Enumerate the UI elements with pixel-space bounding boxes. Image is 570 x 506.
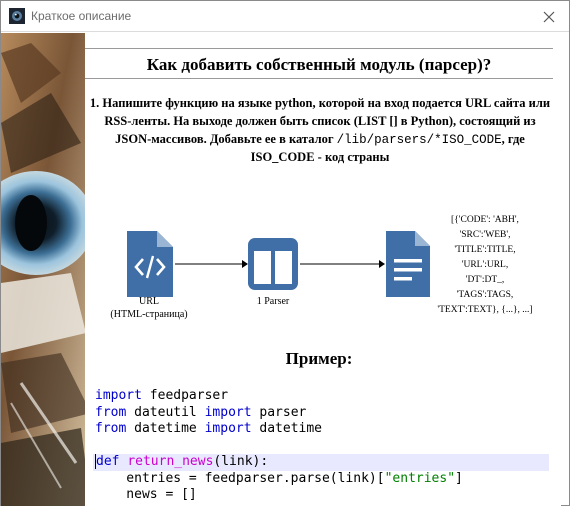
close-icon [543, 11, 555, 22]
keyword: import [204, 404, 252, 420]
keyword: import [204, 421, 252, 436]
code-line: from dateutil import parser [93, 405, 549, 422]
code-line: import feedparser [93, 388, 549, 405]
code-line: entries = feedparser.parse(link)["entrie… [93, 471, 549, 488]
json-line: 'DT':DT_, [465, 275, 505, 285]
page-heading: Как добавить собственный модуль (парсер)… [146, 55, 492, 74]
code-line-current: def return_news(link): [93, 454, 549, 471]
code-line: news = [] [93, 487, 549, 504]
code-file-icon [127, 231, 173, 297]
code-text: ] [455, 470, 463, 486]
code-line: from datetime import datetime [93, 421, 549, 438]
parser-label: 1 Parser [256, 296, 290, 307]
parsers-path: /lib/parsers/*ISO_CODE [336, 133, 502, 147]
top-divider [85, 48, 553, 49]
code-text: feedparser [141, 388, 229, 403]
keyword: from [95, 421, 127, 436]
code-line [93, 438, 549, 455]
keyword: import [95, 388, 142, 403]
keyword: def [96, 454, 120, 469]
close-button[interactable] [529, 1, 569, 32]
step-1-text-end: , где [501, 132, 525, 146]
parser-flow-diagram: URL (HTML-страница) 1 Parser [{'CODE': '… [85, 213, 561, 333]
code-text: parser [251, 404, 307, 420]
code-example: import feedparser from dateutil import p… [93, 388, 549, 504]
step-1-line-1: 1. Напишите функцию на языке python, кот… [89, 96, 551, 110]
flow-graphic [127, 231, 430, 297]
background-eye-artwork [1, 33, 94, 506]
code-text: news = [] [95, 487, 197, 502]
description-panel: Как добавить собственный модуль (парсер)… [85, 33, 561, 506]
document-lines-icon [386, 231, 430, 297]
heading-divider [85, 78, 553, 79]
json-line: 'URL':URL, [461, 260, 509, 270]
url-label-line-2: (HTML-страница) [110, 309, 188, 320]
code-text: (link): [213, 454, 269, 469]
code-text: entries = feedparser.parse(link)[ [95, 470, 385, 486]
flow-arrow-1 [175, 260, 248, 268]
json-output-label: [{'CODE': 'ABH', 'SRC':'WEB', 'TITLE':TI… [425, 213, 545, 318]
json-line: 'TEXT':TEXT}, {...}, ...] [437, 305, 533, 315]
parser-columns-icon [248, 238, 298, 290]
string-literal: "entries" [384, 470, 456, 486]
json-line: 'SRC':'WEB', [459, 230, 511, 240]
step-1-line-2: RSS-ленты. На выходе должен быть список … [104, 114, 536, 128]
flow-arrow-2 [300, 260, 385, 268]
url-label-line-1: URL [139, 296, 159, 307]
code-text: datetime [126, 421, 205, 436]
step-1-line-3: JSON-массивов. Добавьте ее в каталог /li… [87, 130, 553, 149]
window-title: Краткое описание [31, 9, 132, 23]
code-text: datetime [251, 421, 323, 436]
code-text: dateutil [126, 404, 205, 420]
url-label: URL (HTML-страница) [99, 295, 199, 321]
json-line: 'TAGS':TAGS, [456, 290, 514, 300]
json-line: [{'CODE': 'ABH', [451, 215, 519, 225]
title-bar: Краткое описание [1, 1, 569, 32]
function-name: return_news [127, 454, 214, 469]
step-1-line-4: ISO_CODE - код страны [250, 150, 390, 164]
content-area: Как добавить собственный модуль (парсер)… [1, 33, 569, 506]
json-line: 'TITLE':TITLE, [454, 245, 516, 255]
app-icon [9, 8, 25, 24]
keyword: from [95, 404, 127, 420]
example-heading: Пример: [285, 349, 353, 368]
step-1-text: JSON-массивов. Добавьте ее в каталог [115, 132, 337, 146]
